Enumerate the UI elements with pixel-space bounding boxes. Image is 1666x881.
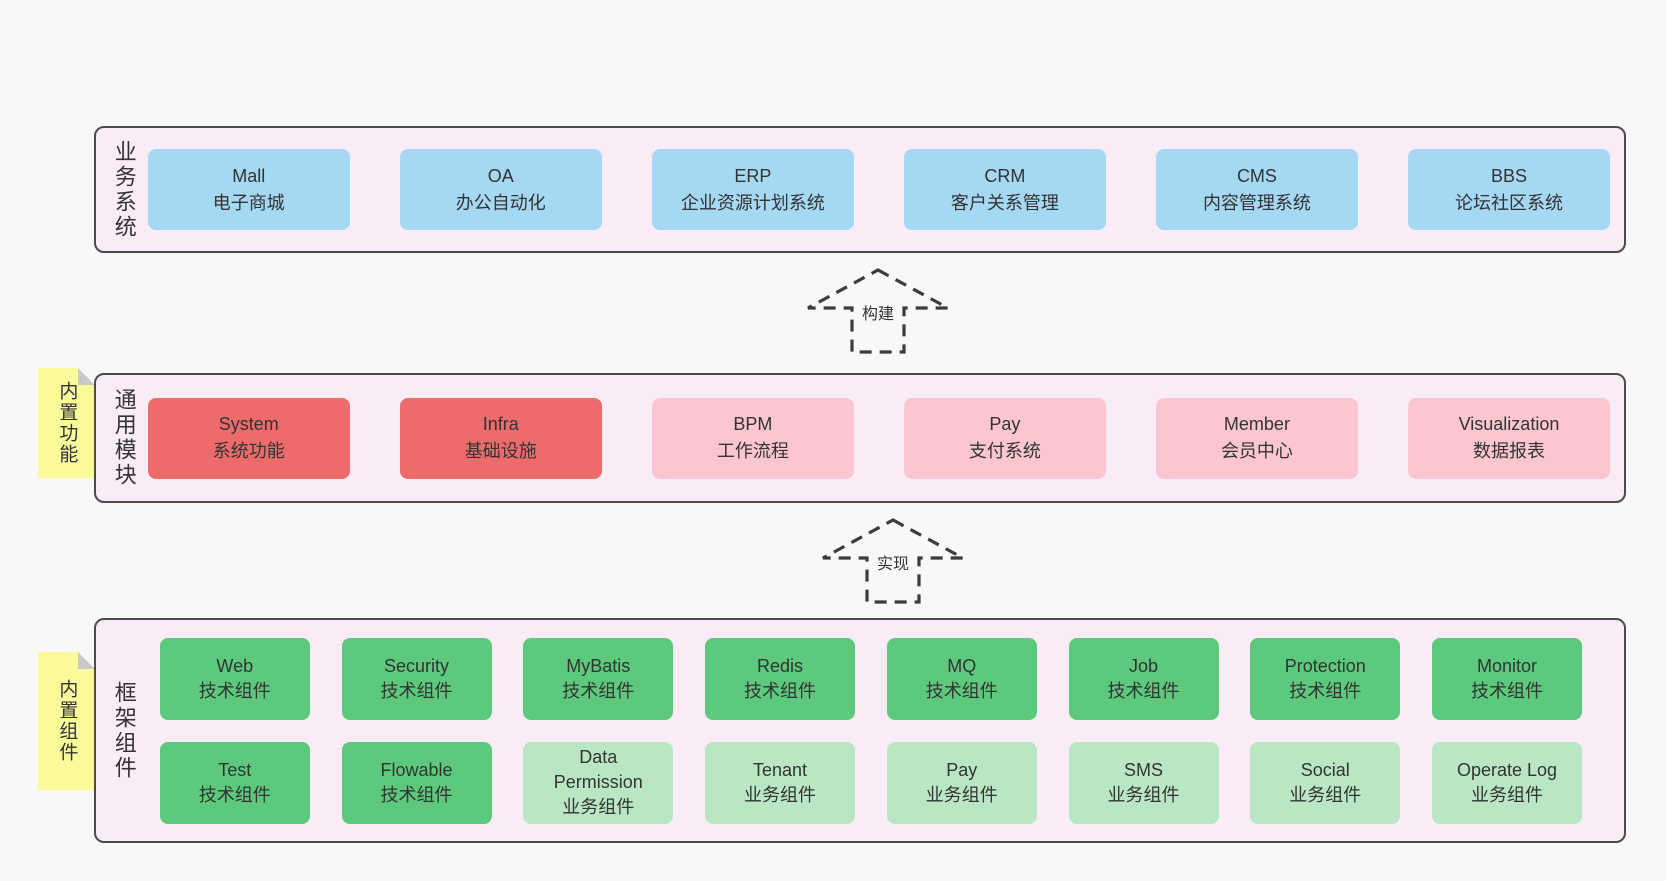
box-protection: Protection 技术组件	[1250, 637, 1401, 720]
box-bpm: BPM 工作流程	[651, 397, 854, 479]
box-tenant: Tenant 业务组件	[705, 741, 855, 824]
layer-label-modules: 通用模块	[111, 388, 137, 488]
arrow-build: 构建	[805, 267, 951, 355]
box-monitor: Monitor 技术组件	[1432, 637, 1582, 720]
arrow-implement: 实现	[820, 517, 966, 605]
box-mq: MQ 技术组件	[886, 637, 1037, 720]
box-pay-component: Pay 业务组件	[886, 741, 1037, 824]
framework-box-row-2: Test 技术组件 Flowable 技术组件 Data Permission …	[159, 741, 1582, 824]
box-redis: Redis 技术组件	[705, 637, 855, 720]
layer-label-framework: 框架组件	[111, 680, 137, 781]
box-bbs: BBS 论坛社区系统	[1407, 149, 1610, 230]
box-member: Member 会员中心	[1155, 397, 1358, 479]
sticky-note-builtin-features: 内置功能	[38, 368, 95, 478]
modules-box-row: System 系统功能 Infra 基础设施 BPM 工作流程 Pay 支付系统…	[147, 397, 1610, 479]
layer-common-modules: 通用模块 System 系统功能 Infra 基础设施 BPM 工作流程 Pay…	[94, 373, 1626, 503]
framework-box-row-1: Web 技术组件 Security 技术组件 MyBatis 技术组件 Redi…	[159, 637, 1582, 720]
box-web: Web 技术组件	[159, 637, 310, 720]
box-data-permission: Data Permission 业务组件	[523, 741, 674, 824]
layer-label-business: 业务系统	[111, 139, 137, 240]
box-test: Test 技术组件	[159, 741, 310, 824]
framework-rows: Web 技术组件 Security 技术组件 MyBatis 技术组件 Redi…	[148, 637, 1596, 824]
business-box-row: Mall 电子商城 OA 办公自动化 ERP 企业资源计划系统 CRM 客户关系…	[147, 149, 1610, 230]
box-flowable: Flowable 技术组件	[341, 741, 492, 824]
layer-business-systems: 业务系统 Mall 电子商城 OA 办公自动化 ERP 企业资源计划系统 CRM…	[94, 126, 1626, 253]
box-operate-log: Operate Log 业务组件	[1432, 741, 1582, 824]
box-mybatis: MyBatis 技术组件	[523, 637, 674, 720]
up-arrow-icon	[807, 268, 949, 354]
box-pay-module: Pay 支付系统	[903, 397, 1106, 479]
box-mall: Mall 电子商城	[147, 149, 350, 230]
box-visualization: Visualization 数据报表	[1407, 397, 1610, 479]
box-system: System 系统功能	[147, 397, 350, 479]
layer-framework-components: 框架组件 Web 技术组件 Security 技术组件 MyBatis 技术组件…	[94, 618, 1626, 843]
box-sms: SMS 业务组件	[1068, 741, 1219, 824]
box-crm: CRM 客户关系管理	[903, 149, 1106, 230]
box-erp: ERP 企业资源计划系统	[651, 149, 854, 230]
box-social: Social 业务组件	[1250, 741, 1401, 824]
box-security: Security 技术组件	[341, 637, 492, 720]
box-infra: Infra 基础设施	[399, 397, 602, 479]
box-cms: CMS 内容管理系统	[1155, 149, 1358, 230]
sticky-note-builtin-components: 内置组件	[38, 652, 95, 790]
arrow-build-label: 构建	[858, 300, 898, 324]
folded-corner-icon	[78, 368, 95, 385]
up-arrow-icon	[822, 518, 964, 604]
box-oa: OA 办公自动化	[399, 149, 602, 230]
arrow-implement-label: 实现	[873, 550, 913, 574]
box-job: Job 技术组件	[1068, 637, 1219, 720]
folded-corner-icon	[78, 652, 95, 669]
